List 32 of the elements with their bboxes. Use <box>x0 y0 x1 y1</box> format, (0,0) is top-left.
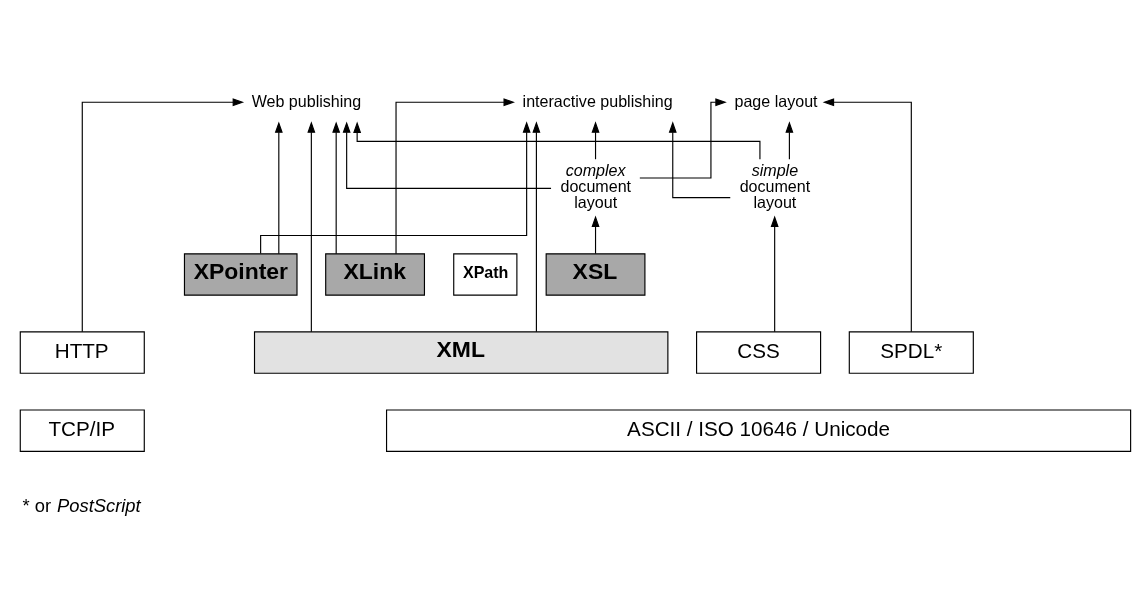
arrow <box>639 97 727 179</box>
node-box: SPDL* <box>848 330 974 374</box>
arrow <box>591 120 600 160</box>
arrow <box>395 97 515 254</box>
node-box: XSL <box>545 252 646 296</box>
arrow <box>822 97 912 332</box>
node-box: XLink <box>325 252 426 296</box>
node-box: HTTP <box>19 330 145 374</box>
arrow <box>668 120 731 198</box>
node-text: Web publishing <box>251 91 362 110</box>
node-box: ASCII / ISO 10646 / Unicode <box>386 408 1132 452</box>
arrow <box>353 120 761 160</box>
arrow <box>770 215 779 332</box>
arrow <box>81 97 245 332</box>
node-text: page layout <box>734 91 818 110</box>
arrow <box>260 120 531 254</box>
node-box: XPointer <box>183 252 298 296</box>
arrow <box>342 120 552 189</box>
node-text: interactive publishing <box>522 91 673 110</box>
label: * or PostScript <box>22 494 141 516</box>
arrow <box>532 120 541 332</box>
arrow <box>332 120 341 254</box>
arrow <box>307 120 316 332</box>
arrow <box>591 214 600 254</box>
node-box: XPath <box>453 252 518 296</box>
node-box: CSS <box>696 330 822 374</box>
arrow <box>785 120 794 160</box>
node-text: complex document layout <box>560 160 632 211</box>
node-box: TCP/IP <box>19 408 145 452</box>
node-text: simple document layout <box>739 160 811 211</box>
arrow <box>274 120 283 254</box>
node-box: XML <box>253 330 669 374</box>
